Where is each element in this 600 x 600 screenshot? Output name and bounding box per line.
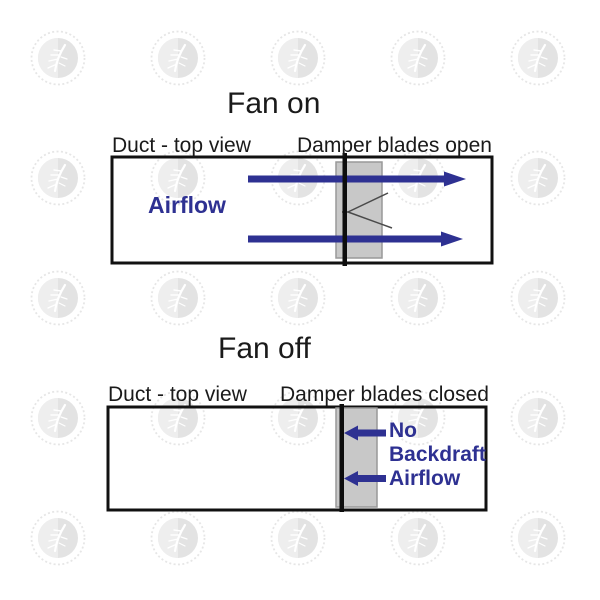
fan-on-damper-blade-lower-line [347,211,393,229]
fan-on-damper-blade-upper-line [347,192,389,213]
fan-off-backdraft-arrow-bottom [344,471,386,486]
fan-on-damper-frame-line [342,153,347,266]
fan-off-backdraft-arrow-top [344,425,386,441]
fan-off-damper-frame-line [339,404,344,512]
fan-on-airflow-arrow-bottom [248,231,463,247]
fan-off-title: Fan off [218,332,311,365]
fan-on-title: Fan on [227,87,321,120]
fan-off-damper-label: Damper blades closed [280,383,489,406]
fan-off-duct-outline [106,405,488,512]
fan-on-duct-outline [110,155,494,265]
fan-off-no-backdraft-line-1: No [389,419,417,442]
fan-off-duct-label: Duct - top view [108,383,247,406]
fan-on-airflow-arrow-top [248,171,466,187]
fan-on-airflow-label: Airflow [148,192,226,218]
fan-off-no-backdraft-line-2: Backdraft [389,443,486,466]
fan-on-damper-label: Damper blades open [297,134,492,157]
fan-off-no-backdraft-line-3: Airflow [389,467,461,490]
fan-off-no-backdraft-label: No Backdraft Airflow [389,419,486,491]
fan-on-duct-label: Duct - top view [112,134,251,157]
